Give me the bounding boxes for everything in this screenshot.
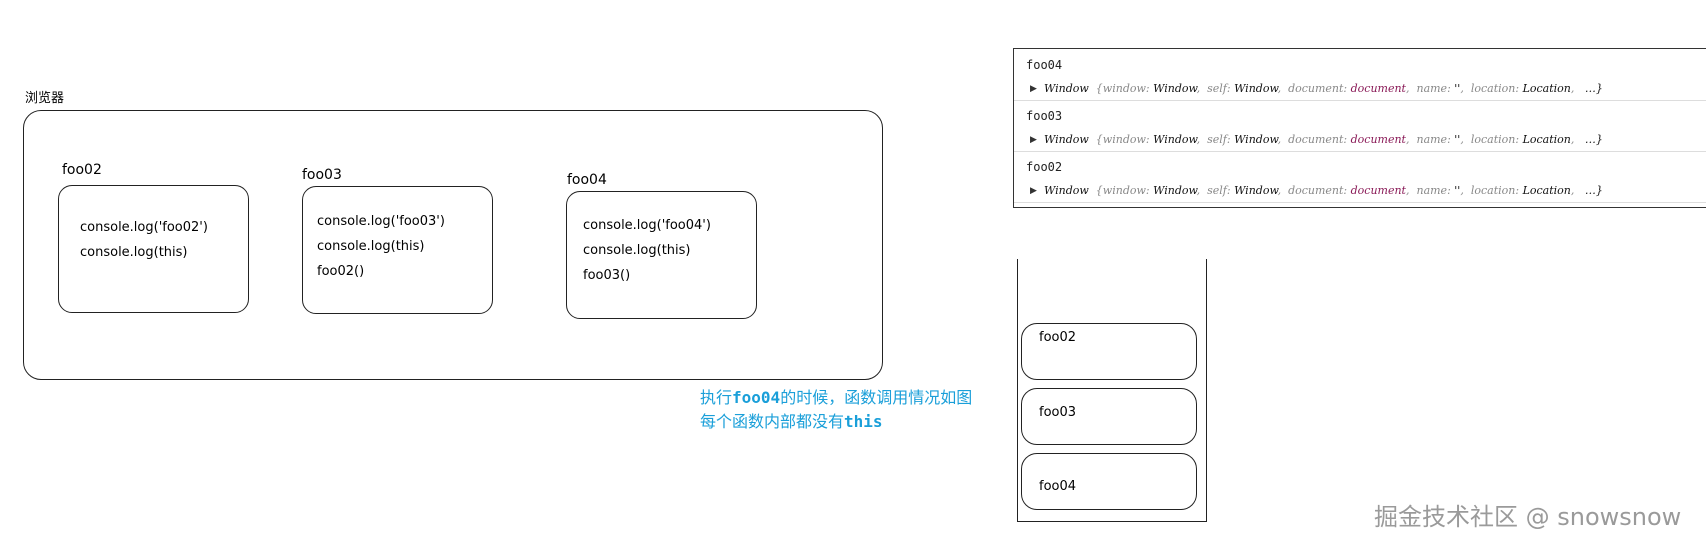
separator: , — [1196, 133, 1208, 146]
expand-triangle-icon[interactable]: ▶ — [1030, 84, 1037, 94]
code-line: console.log('foo02') — [80, 220, 208, 235]
prop-key: self: — [1207, 133, 1235, 146]
function-title-foo02: foo02 — [62, 162, 102, 178]
prop-key: name: — [1416, 184, 1455, 197]
code-line: console.log(this) — [317, 239, 425, 254]
console-panel: foo04 ▶ Window {window: Window, self: Wi… — [1013, 48, 1706, 208]
window-object-text: Window {window: Window, self: Window, do… — [1044, 78, 1603, 100]
open-brace: { — [1088, 82, 1103, 95]
stack-frame-foo04: foo04 — [1021, 453, 1197, 510]
ellipsis: …} — [1581, 184, 1603, 197]
prop-value: document — [1350, 82, 1406, 95]
browser-frame — [23, 110, 883, 380]
console-object-row[interactable]: ▶ Window {window: Window, self: Window, … — [1014, 129, 1706, 152]
console-object-row[interactable]: ▶ Window {window: Window, self: Window, … — [1014, 78, 1706, 101]
prop-value: Location — [1522, 133, 1571, 146]
prop-key: window: — [1102, 184, 1154, 197]
object-type: Window — [1044, 82, 1089, 95]
separator: , — [1460, 184, 1471, 197]
prop-key: location: — [1470, 133, 1523, 146]
separator: , — [1405, 184, 1417, 197]
watermark: 掘金技术社区 @ snowsnow — [1374, 503, 1682, 531]
code-line: console.log(this) — [583, 243, 691, 258]
prop-value: Window — [1153, 133, 1197, 146]
window-object-text: Window {window: Window, self: Window, do… — [1044, 129, 1603, 151]
prop-value: Window — [1153, 184, 1197, 197]
function-box-foo04: console.log('foo04') console.log(this) f… — [566, 191, 757, 319]
stack-floor — [1017, 521, 1207, 522]
separator: , — [1460, 82, 1471, 95]
prop-key: self: — [1207, 184, 1235, 197]
prop-value: '' — [1454, 133, 1461, 146]
annotation-line-1: 执行foo04的时候，函数调用情况如图 — [700, 388, 973, 407]
prop-value: '' — [1454, 82, 1461, 95]
prop-key: name: — [1416, 82, 1455, 95]
code-line: console.log('foo03') — [317, 214, 445, 229]
prop-value: Location — [1522, 184, 1571, 197]
object-type: Window — [1044, 184, 1089, 197]
stack-frame-foo03: foo03 — [1021, 388, 1197, 445]
code-line: console.log('foo04') — [583, 218, 711, 233]
separator: , — [1277, 184, 1289, 197]
prop-value: '' — [1454, 184, 1461, 197]
prop-key: document: — [1288, 82, 1351, 95]
function-box-foo02: console.log('foo02') console.log(this) — [58, 185, 249, 313]
separator: , — [1405, 82, 1417, 95]
browser-label: 浏览器 — [25, 91, 65, 106]
console-log-label: foo04 — [1026, 58, 1063, 72]
stack-wall-right — [1206, 259, 1207, 521]
prop-key: window: — [1102, 82, 1154, 95]
stack-wall-left — [1017, 259, 1018, 521]
stack-frame-label: foo02 — [1039, 330, 1077, 345]
window-object-text: Window {window: Window, self: Window, do… — [1044, 180, 1603, 202]
open-brace: { — [1088, 133, 1103, 146]
prop-value: Window — [1234, 82, 1278, 95]
code-line: console.log(this) — [80, 245, 188, 260]
function-box-foo03: console.log('foo03') console.log(this) f… — [302, 186, 493, 314]
stack-frame-foo02: foo02 — [1021, 323, 1197, 380]
prop-key: document: — [1288, 184, 1351, 197]
separator: , — [1277, 133, 1289, 146]
open-brace: { — [1088, 184, 1103, 197]
console-object-row[interactable]: ▶ Window {window: Window, self: Window, … — [1014, 180, 1706, 203]
prop-value: document — [1350, 184, 1406, 197]
console-log-label: foo02 — [1026, 160, 1063, 174]
console-log-label: foo03 — [1026, 109, 1063, 123]
prop-key: location: — [1470, 184, 1523, 197]
ellipsis: …} — [1581, 133, 1603, 146]
prop-key: document: — [1288, 133, 1351, 146]
object-type: Window — [1044, 133, 1089, 146]
prop-key: self: — [1207, 82, 1235, 95]
annotation-line-2: 每个函数内部都没有this — [700, 412, 883, 431]
prop-value: document — [1350, 133, 1406, 146]
prop-value: Window — [1234, 184, 1278, 197]
separator: , — [1405, 133, 1417, 146]
annotation-text: 执行foo04的时候，函数调用情况如图 每个函数内部都没有this — [700, 386, 972, 434]
prop-value: Location — [1522, 82, 1571, 95]
prop-value: Window — [1153, 82, 1197, 95]
stack-frame-label: foo03 — [1039, 405, 1077, 420]
expand-triangle-icon[interactable]: ▶ — [1030, 186, 1037, 196]
code-line: foo02() — [317, 264, 365, 279]
function-title-foo03: foo03 — [302, 167, 342, 183]
separator: , — [1196, 82, 1208, 95]
prop-value: Window — [1234, 133, 1278, 146]
separator: , — [1277, 82, 1289, 95]
prop-key: location: — [1470, 82, 1523, 95]
separator: , — [1196, 184, 1208, 197]
separator: , — [1570, 133, 1582, 146]
separator: , — [1460, 133, 1471, 146]
separator: , — [1570, 184, 1582, 197]
prop-key: window: — [1102, 133, 1154, 146]
expand-triangle-icon[interactable]: ▶ — [1030, 135, 1037, 145]
ellipsis: …} — [1581, 82, 1603, 95]
stack-frame-label: foo04 — [1039, 479, 1077, 494]
separator: , — [1570, 82, 1582, 95]
code-line: foo03() — [583, 268, 631, 283]
function-title-foo04: foo04 — [567, 172, 607, 188]
prop-key: name: — [1416, 133, 1455, 146]
